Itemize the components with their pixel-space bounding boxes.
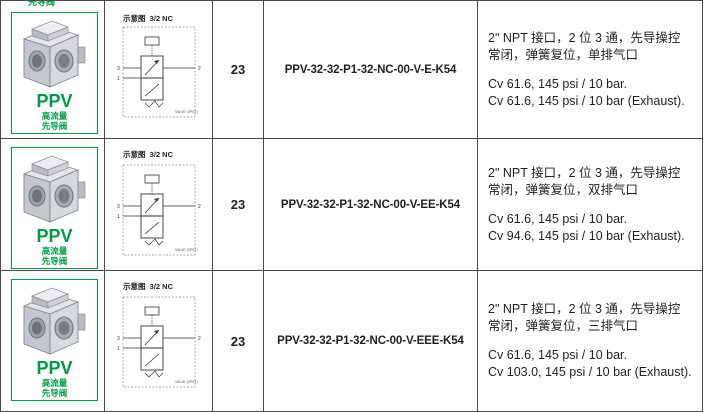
cv-line-2: Cv 103.0, 145 psi / 10 bar (Exhaust). (488, 365, 692, 379)
cv-line-1: Cv 61.6, 145 psi / 10 bar. (488, 211, 627, 226)
part-number-cell: PPV-32-32-P1-32-NC-00-V-EE-K54 (263, 138, 478, 271)
description-cell: 2" NPT 接口，2 位 3 通，先导操控 常闭，弹簧复位，单排气口 Cv 6… (477, 0, 703, 139)
description-line-2: 常闭，弹簧复位，三排气口 (488, 319, 639, 333)
cv-line-2: Cv 61.6, 145 psi / 10 bar (Exhaust). (488, 93, 685, 108)
brand-subtitle-2: 先导阀 (41, 256, 68, 266)
description-line-2: 常闭，弹簧复位，单排气口 (488, 47, 639, 62)
brand-name: PPV (36, 358, 73, 378)
description-cell: 2" NPT 接口，2 位 3 通，先导操控 常闭，弹簧复位，双排气口 Cv 6… (477, 138, 703, 271)
part-number-cell: PPV-32-32-P1-32-NC-00-V-E-K54 (263, 0, 478, 139)
description-line-1: 2" NPT 接口，2 位 3 通，先导操控 (488, 30, 681, 45)
brand-subtitle-2: 先导阀 (41, 121, 68, 131)
valve-schematic: 3 1 2 VALVE (3PST) (117, 26, 201, 118)
description-cell: 2" NPT 接口，2 位 3 通，先导操控 常闭，弹簧复位，三排气口 Cv 6… (477, 270, 703, 412)
valve-schematic: 3 1 2 VALVE (3PST) (117, 164, 201, 256)
svg-text:3: 3 (117, 336, 120, 342)
product-image-cell: PPV 高流量 先导阀 (0, 0, 105, 139)
svg-text:2: 2 (198, 336, 201, 342)
table-row: PPV 高流量 先导阀 示意图 3/2 NC (0, 0, 703, 139)
schematic-title: 示意图 3/2 NC (123, 150, 174, 159)
product-card: PPV 高流量 先导阀 (11, 12, 98, 134)
product-card: PPV 高流量 先导阀 (11, 279, 98, 401)
cv-line-1: Cv 61.6, 145 psi / 10 bar. (488, 348, 627, 362)
valve-product-image (22, 287, 86, 355)
valve-product-image (22, 20, 86, 88)
schematic-cell: 示意图 3/2 NC 3 1 2 VALVE (3PST) (104, 0, 213, 139)
schematic-cell: 示意图 3/2 NC 3 1 2 VALVE (3PST) (104, 138, 213, 271)
size-cell: 23 (212, 0, 264, 139)
svg-text:2: 2 (198, 66, 201, 72)
brand-subtitle-1: 高流量 (41, 111, 68, 121)
schematic-title: 示意图 3/2 NC (123, 14, 174, 23)
product-image-cell: PPV 高流量 先导阀 (0, 138, 105, 271)
table-row: PPV 高流量 先导阀 示意图 3/2 NC (0, 138, 703, 271)
svg-text:3: 3 (117, 204, 120, 210)
svg-text:VALVE (3PST): VALVE (3PST) (175, 380, 198, 384)
description-line-1: 2" NPT 接口，2 位 3 通，先导操控 (488, 165, 681, 180)
brand-subtitle-2: 先导阀 (41, 388, 68, 398)
brand-name: PPV (36, 91, 73, 111)
product-image-cell: PPV 高流量 先导阀 (0, 270, 105, 412)
cv-line-2: Cv 94.6, 145 psi / 10 bar (Exhaust). (488, 228, 685, 243)
table-row: PPV 高流量 先导阀 示意图 3/2 NC (0, 270, 703, 412)
schematic-title: 示意图 3/2 NC (123, 282, 174, 291)
brand-subtitle-1: 高流量 (41, 246, 68, 256)
valve-product-image (22, 155, 86, 223)
svg-text:1: 1 (117, 346, 120, 352)
svg-text:1: 1 (117, 76, 120, 82)
svg-text:2: 2 (198, 204, 201, 210)
svg-text:3: 3 (117, 66, 120, 72)
size-cell: 23 (212, 270, 264, 412)
schematic-cell: 示意图 3/2 NC 3 1 2 VALVE (3PST) (104, 270, 213, 412)
brand-name: PPV (36, 226, 73, 246)
part-number-cell: PPV-32-32-P1-32-NC-00-V-EEE-K54 (263, 270, 478, 412)
product-card: PPV 高流量 先导阀 (11, 147, 98, 269)
description-line-2: 常闭，弹簧复位，双排气口 (488, 182, 639, 197)
svg-text:1: 1 (117, 214, 120, 220)
description-line-1: 2" NPT 接口，2 位 3 通，先导操控 (488, 302, 681, 316)
svg-text:VALVE (3PST): VALVE (3PST) (175, 248, 198, 252)
svg-text:VALVE (3PST): VALVE (3PST) (175, 110, 198, 114)
valve-schematic: 3 1 2 VALVE (3PST) (117, 296, 201, 388)
size-cell: 23 (212, 138, 264, 271)
cv-line-1: Cv 61.6, 145 psi / 10 bar. (488, 76, 627, 91)
brand-subtitle-1: 高流量 (41, 378, 68, 388)
